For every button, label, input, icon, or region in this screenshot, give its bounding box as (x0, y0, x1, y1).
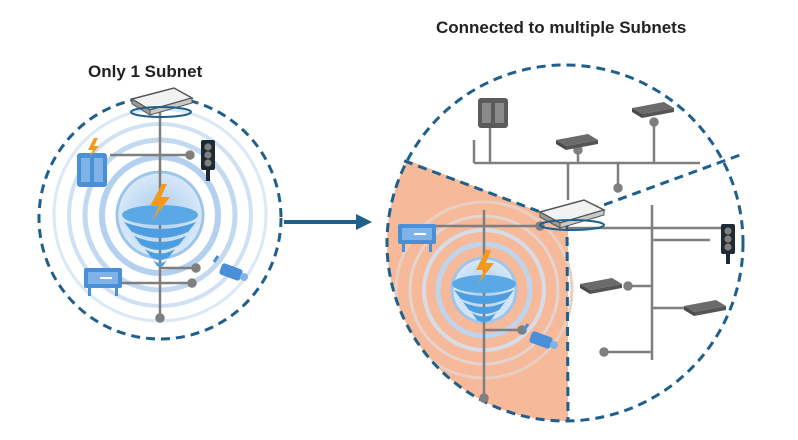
right-network-boundary (385, 63, 745, 423)
switch-icon (684, 300, 726, 316)
camera-icon-right (522, 323, 558, 349)
broadcast-storm-icon (122, 184, 198, 267)
traffic-light-icon-right (721, 224, 735, 264)
right-diagram-title: Connected to multiple Subnets (436, 18, 687, 37)
camera-icon (212, 255, 248, 281)
left-subnet-diagram (37, 87, 283, 341)
switch-icon (556, 134, 598, 150)
top-subnet-lines (472, 117, 700, 200)
router-icon-right (538, 199, 607, 231)
left-diagram-title: Only 1 Subnet (88, 62, 203, 81)
switch-icon (632, 102, 674, 118)
subnet-dividers (401, 153, 741, 421)
message-sign-icon (84, 268, 122, 296)
traffic-light-icon (201, 140, 215, 181)
lightning-bolt-icon-right (476, 250, 494, 284)
transition-arrow (284, 214, 372, 230)
broadcast-storm-icon-right (452, 250, 516, 322)
controller-cabinet-icon (77, 138, 107, 187)
lightning-bolt-icon (150, 184, 170, 221)
switch-icon (580, 278, 622, 294)
message-sign-icon-right (398, 224, 436, 252)
controller-cabinet-icon-top (478, 98, 508, 128)
router-icon (130, 87, 194, 118)
right-subnet-diagram (385, 63, 745, 423)
